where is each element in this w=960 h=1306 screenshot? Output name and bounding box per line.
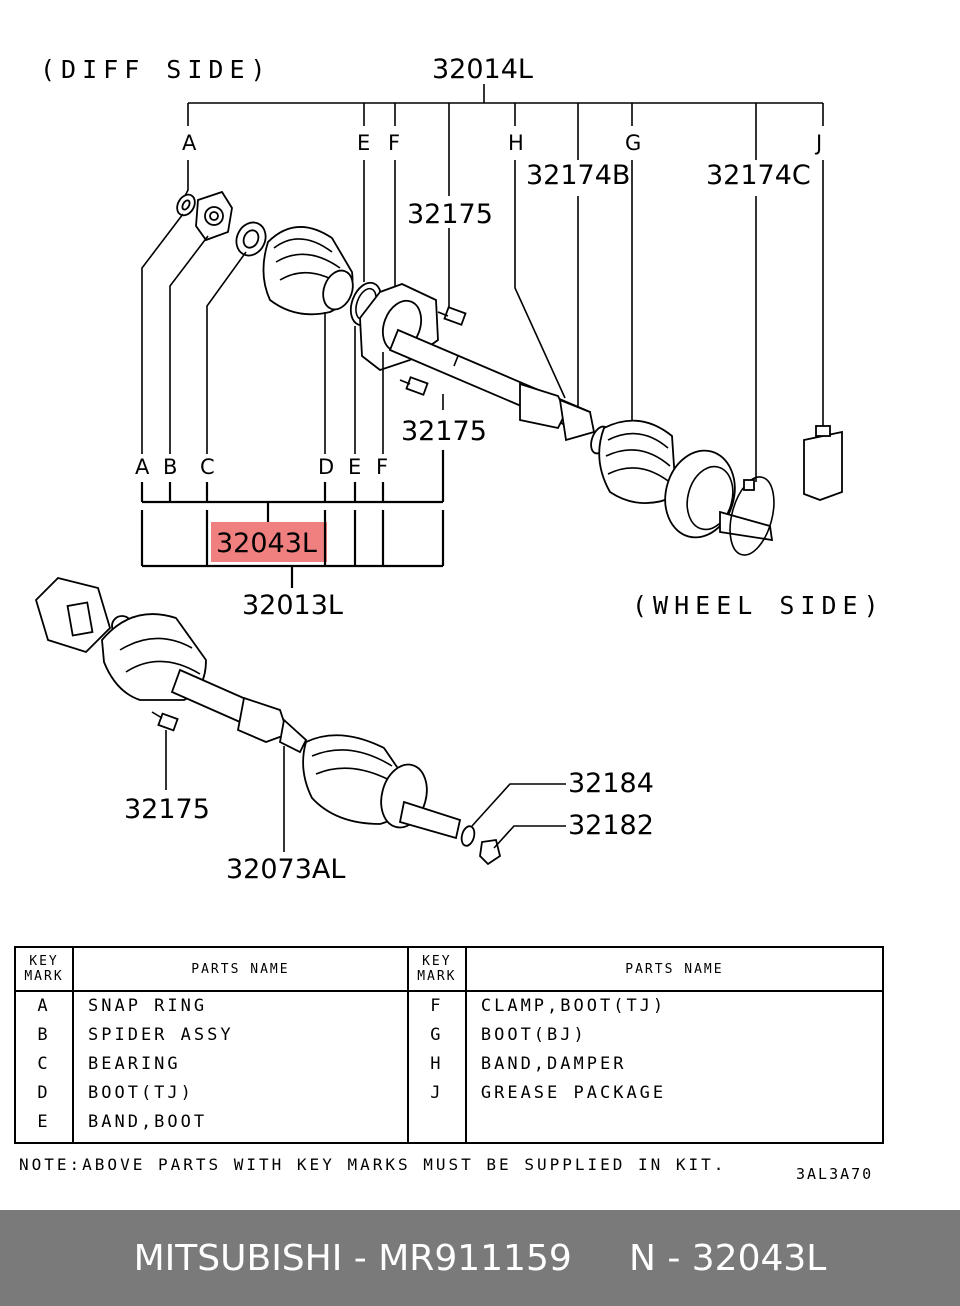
table-cell: SPIDER ASSY bbox=[88, 1025, 234, 1045]
bottom-mark-f: F bbox=[376, 455, 388, 479]
kit-note: NOTE:ABOVE PARTS WITH KEY MARKS MUST BE … bbox=[19, 1155, 727, 1174]
table-cell: C bbox=[37, 1054, 51, 1074]
footer-part-number: MR911159 bbox=[378, 1237, 572, 1279]
spider-part bbox=[195, 190, 233, 242]
footer-ref: N - 32043L bbox=[628, 1237, 827, 1279]
bottom-leaders bbox=[141, 213, 444, 454]
callout-32175-middle: 32175 bbox=[401, 416, 487, 447]
bottom-mark-e: E bbox=[348, 455, 361, 479]
right-name-column: CLAMP,BOOT(TJ) BOOT(BJ) BAND,DAMPER GREA… bbox=[464, 990, 885, 1144]
kit-highlight bbox=[211, 522, 327, 562]
left-key-column: A B C D E bbox=[14, 990, 74, 1144]
table-cell: F bbox=[430, 996, 444, 1016]
diagram-ref-code: 3AL3A70 bbox=[796, 1165, 874, 1183]
footer-brand: MITSUBISHI bbox=[133, 1237, 343, 1279]
bottom-mark-d: D bbox=[318, 455, 334, 479]
parts-name-header-right: PARTS NAME bbox=[464, 946, 885, 992]
table-cell: D bbox=[37, 1083, 51, 1103]
bottom-mark-c: C bbox=[200, 455, 215, 479]
left-name-column: SNAP RING SPIDER ASSY BEARING BOOT(TJ) B… bbox=[72, 990, 409, 1144]
bolt-lower-part bbox=[151, 711, 179, 732]
kit-bracket bbox=[140, 450, 445, 522]
table-body-row: A B C D E SNAP RING SPIDER ASSY BEARING … bbox=[14, 990, 885, 1144]
table-cell: BEARING bbox=[88, 1054, 181, 1074]
tj-boot-part bbox=[262, 226, 354, 316]
top-bracket-ticks bbox=[187, 103, 824, 196]
callout-32182: 32182 bbox=[568, 810, 654, 841]
table-cell: CLAMP,BOOT(TJ) bbox=[480, 996, 667, 1016]
callout-32013L: 32013L bbox=[242, 590, 343, 621]
snap-ring-part bbox=[176, 193, 196, 217]
footer-gap bbox=[572, 1238, 629, 1279]
callout-32175-lower: 32175 bbox=[124, 794, 210, 825]
callout-32175-upper: 32175 bbox=[407, 199, 493, 230]
grease-package-part bbox=[803, 425, 843, 501]
footer-bar: MITSUBISHI - MR911159 N - 32043L bbox=[0, 1210, 960, 1306]
top-leaders bbox=[182, 160, 824, 482]
table-cell: GREASE PACKAGE bbox=[480, 1083, 667, 1103]
parts-name-header: PARTS NAME bbox=[72, 946, 409, 992]
top-mark-h: H bbox=[508, 131, 524, 155]
top-mark-e: E bbox=[357, 131, 370, 155]
table-cell: B bbox=[37, 1025, 51, 1045]
top-mark-j: J bbox=[814, 131, 822, 155]
assembled-shaft-part bbox=[34, 577, 502, 866]
wheel-side-label: (WHEEL SIDE) bbox=[632, 591, 885, 620]
bottom-mark-a: A bbox=[135, 455, 150, 479]
table-cell: J bbox=[430, 1083, 444, 1103]
bolt-middle-part bbox=[399, 376, 429, 396]
band-32174c-part bbox=[729, 476, 775, 556]
callout-32043L: 32043L bbox=[216, 528, 317, 559]
footer-separator: - bbox=[342, 1237, 379, 1279]
table-cell: A bbox=[37, 996, 51, 1016]
callout-32174C: 32174C bbox=[706, 160, 811, 191]
right-key-column: F G H J bbox=[406, 990, 467, 1144]
bj-boot-part bbox=[598, 419, 677, 505]
assembly-bracket bbox=[140, 510, 445, 588]
table-cell: G bbox=[430, 1025, 444, 1045]
top-mark-g: G bbox=[625, 131, 641, 155]
bottom-key-marks: A B C D E F bbox=[135, 455, 388, 479]
top-mark-f: F bbox=[388, 131, 400, 155]
callout-32184: 32184 bbox=[568, 768, 654, 799]
table-cell: BAND,BOOT bbox=[88, 1112, 208, 1132]
drive-shaft-part bbox=[388, 328, 610, 455]
exploded-parts-diagram: (DIFF SIDE) (WHEEL SIDE) 32014L A E F H … bbox=[34, 54, 885, 885]
table-cell: BAND,DAMPER bbox=[480, 1054, 627, 1074]
callout-32014L: 32014L bbox=[432, 54, 533, 85]
top-key-marks: A E F H G J bbox=[182, 131, 822, 155]
diff-side-label: (DIFF SIDE) bbox=[40, 55, 272, 84]
table-cell: E bbox=[37, 1112, 51, 1132]
table-cell: BOOT(BJ) bbox=[480, 1025, 587, 1045]
table-cell: H bbox=[430, 1054, 444, 1074]
top-mark-a: A bbox=[182, 131, 197, 155]
callout-32174B: 32174B bbox=[526, 160, 630, 191]
bottom-mark-b: B bbox=[163, 455, 177, 479]
table-cell: BOOT(TJ) bbox=[88, 1083, 194, 1103]
bolt-upper-part bbox=[437, 306, 467, 326]
callout-32073AL: 32073AL bbox=[226, 854, 345, 885]
table-cell: SNAP RING bbox=[88, 996, 208, 1016]
lower-leaders bbox=[165, 730, 566, 852]
outer-joint-part bbox=[664, 449, 774, 542]
